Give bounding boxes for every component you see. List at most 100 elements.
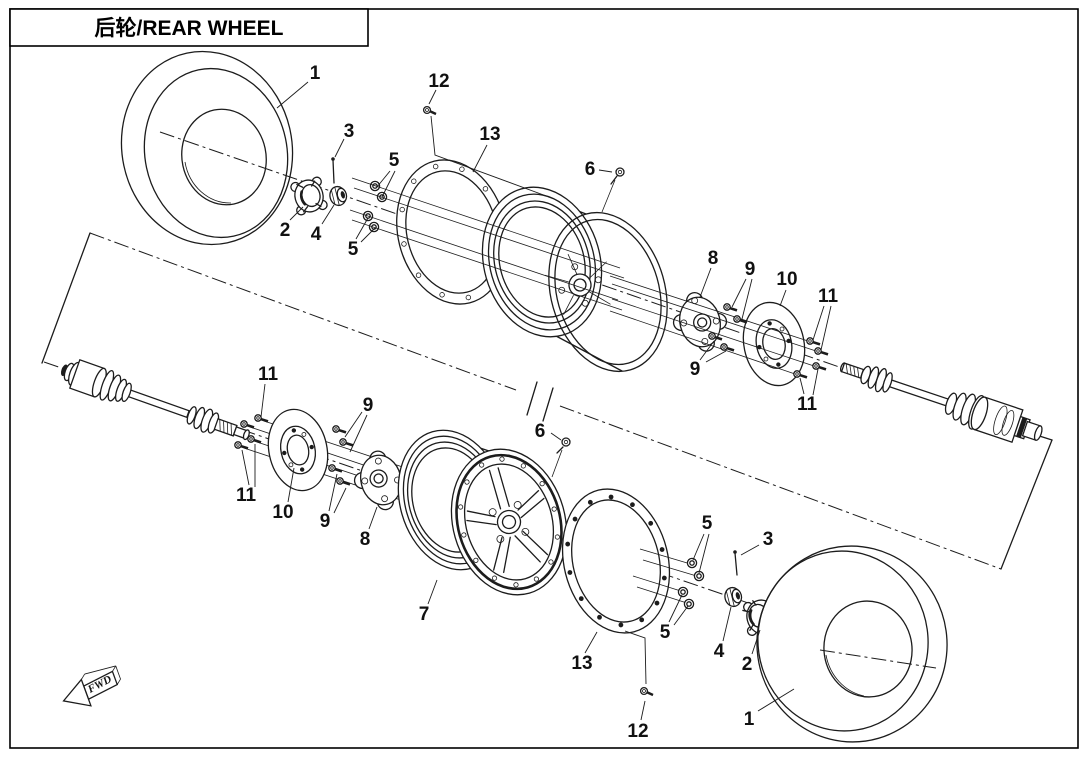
- title-block: 后轮/REAR WHEEL: [9, 8, 369, 47]
- wheel-rim-top: [481, 186, 668, 373]
- callout-leader-13: [472, 144, 488, 173]
- callout-leader-3: [740, 544, 760, 556]
- callout-label-5: 5: [702, 513, 713, 534]
- cotter-pin-bottom: [733, 550, 738, 576]
- callout-leader-5: [668, 594, 683, 623]
- valve-bolt-top: [601, 167, 625, 213]
- castle-nut-top: [329, 185, 348, 207]
- callout-leader-12: [640, 700, 646, 721]
- callout-leader-5: [355, 217, 369, 240]
- callout-leader-4: [722, 606, 732, 642]
- tire-bottom: [756, 545, 948, 743]
- callout-leader-5: [360, 227, 376, 243]
- callout-leader-9: [349, 414, 368, 453]
- callout-leader-1: [276, 81, 309, 109]
- callout-leader-5: [673, 605, 689, 626]
- bead-lock-ring-bottom: [561, 488, 671, 634]
- callout-leader-11: [812, 368, 819, 396]
- callout-leader-7: [427, 579, 438, 605]
- callout-label-11: 11: [236, 485, 257, 506]
- callout-leader-5: [381, 170, 396, 198]
- callout-leader-9: [333, 487, 347, 514]
- callout-leader-9: [741, 278, 753, 320]
- callout-leader-6: [550, 432, 562, 441]
- callout-label-1: 1: [310, 63, 321, 84]
- callout-leader-1: [757, 688, 795, 712]
- callout-label-4: 4: [714, 641, 725, 662]
- callout-leader-9: [705, 350, 727, 363]
- axle-shaft-right: [839, 362, 1043, 444]
- callout-label-6: 6: [585, 159, 596, 180]
- callout-label-9: 9: [320, 511, 331, 532]
- brake-disc-top: [742, 301, 806, 387]
- break-mark: [542, 387, 554, 422]
- callout-label-5: 5: [389, 150, 400, 171]
- callout-leader-4: [321, 204, 335, 225]
- callout-leader-12: [428, 89, 437, 105]
- callout-leader-12: [624, 630, 647, 685]
- callout-leader-10: [779, 289, 787, 307]
- callout-label-10: 10: [272, 502, 293, 523]
- callout-leader-2: [289, 206, 304, 221]
- callout-label-12: 12: [627, 721, 648, 742]
- callout-leader-9: [699, 340, 715, 361]
- callout-leader-2: [751, 629, 761, 655]
- callout-label-2: 2: [742, 654, 753, 675]
- callout-label-5: 5: [348, 239, 359, 260]
- callout-label-2: 2: [280, 220, 291, 241]
- callout-leader-5: [376, 170, 391, 188]
- castle-nut-bottom: [724, 586, 743, 608]
- ring-screw-bottom: [639, 686, 655, 697]
- callout-label-3: 3: [344, 121, 355, 142]
- callout-label-6: 6: [535, 421, 546, 442]
- callout-leader-11: [820, 305, 832, 351]
- callout-leader-11: [241, 449, 250, 486]
- wheel-studs-bottom: [327, 424, 355, 486]
- callout-leader-9: [344, 411, 363, 438]
- centerline-bottom-tire: [819, 649, 937, 669]
- callout-leader-11: [260, 383, 266, 418]
- callout-label-11: 11: [258, 364, 279, 385]
- callout-leader-9: [731, 278, 747, 308]
- tire-top: [120, 50, 294, 246]
- callout-label-9: 9: [363, 395, 374, 416]
- callout-leader-11: [799, 377, 805, 395]
- callout-label-3: 3: [763, 529, 774, 550]
- ring-screw-top: [422, 105, 438, 116]
- callout-leader-10: [287, 467, 295, 503]
- callout-label-4: 4: [311, 224, 322, 245]
- title-box: [9, 8, 369, 47]
- rim-spokes: [466, 467, 549, 574]
- callout-label-9: 9: [745, 259, 756, 280]
- callout-leader-9: [328, 473, 338, 512]
- page-title: 后轮/REAR WHEEL: [95, 16, 284, 40]
- callout-leader-12: [430, 115, 550, 198]
- stud-axis-lines-top-left: [349, 177, 625, 311]
- valve-bolt-bottom: [551, 437, 571, 478]
- callout-label-13: 13: [479, 124, 500, 145]
- callout-leader-13: [584, 631, 598, 654]
- axle-shaft-left: [60, 358, 250, 441]
- callout-label-9: 9: [690, 359, 701, 380]
- break-mark: [526, 381, 538, 416]
- callout-label-5: 5: [660, 622, 671, 643]
- callout-label-13: 13: [571, 653, 592, 674]
- fwd-arrow: FWD: [62, 665, 121, 707]
- callout-leader-11: [812, 305, 825, 341]
- callout-leader-3: [334, 138, 345, 158]
- hub-cap-top: [290, 176, 328, 216]
- callout-label-12: 12: [428, 71, 449, 92]
- callout-label-7: 7: [419, 604, 430, 625]
- axis-diagonal-line: [89, 232, 517, 391]
- page-border: [9, 8, 1079, 749]
- brake-disc-bottom: [267, 408, 329, 492]
- stud-axis-lines-bottom-right: [632, 548, 701, 605]
- callout-leader-6: [598, 169, 613, 173]
- wheel-rim-bottom: [397, 429, 568, 596]
- callout-leader-8: [699, 267, 712, 298]
- callout-leader-5: [698, 533, 710, 574]
- callout-label-11: 11: [818, 286, 839, 307]
